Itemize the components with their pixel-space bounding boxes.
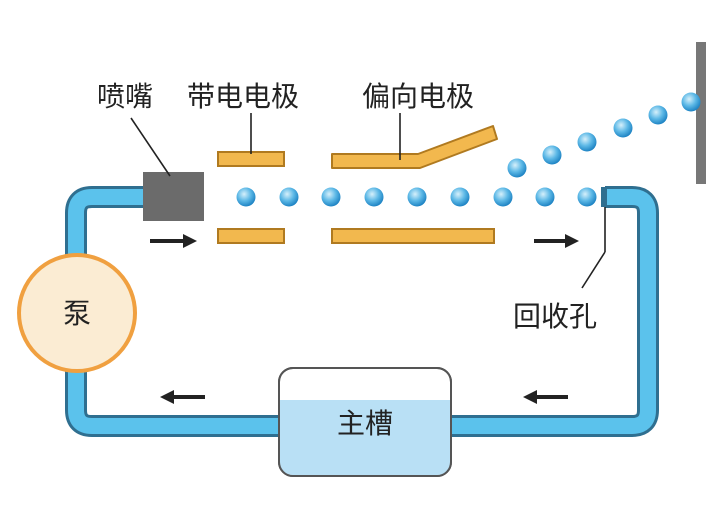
droplet-icon — [450, 187, 470, 207]
flow-arrows — [150, 234, 579, 404]
droplet-icon — [279, 187, 299, 207]
droplet-icon — [577, 187, 597, 207]
droplet-icon — [321, 187, 341, 207]
droplet-icon — [236, 187, 256, 207]
droplet-icon — [648, 105, 668, 125]
droplet-icon — [577, 132, 597, 152]
droplet-icon — [535, 187, 555, 207]
deflection-electrode-label: 偏向电极 — [362, 80, 474, 113]
leader-lines — [130, 113, 606, 289]
droplet-icon — [507, 158, 527, 178]
droplet-icon — [613, 118, 633, 138]
droplet-icon — [493, 187, 513, 207]
print-plate — [696, 42, 706, 184]
charging-electrode-top — [217, 151, 285, 167]
nozzle-label: 喷嘴 — [97, 80, 153, 113]
droplet-stream — [236, 187, 597, 207]
flow-arrow-icon — [150, 234, 197, 248]
deflection-electrode-top — [331, 125, 498, 169]
charged-electrode-label: 带电电极 — [187, 80, 299, 113]
main-tank: 主槽 — [278, 367, 452, 477]
flow-arrow-icon — [534, 234, 579, 248]
flow-arrow-icon — [160, 390, 205, 404]
recovery-hole-label: 回收孔 — [513, 300, 597, 333]
charging-electrode-bottom — [217, 228, 285, 244]
flow-arrow-icon — [523, 390, 568, 404]
deflected-droplets — [507, 92, 701, 178]
droplet-icon — [364, 187, 384, 207]
pump-label: 泵 — [63, 297, 91, 330]
droplet-icon — [407, 187, 427, 207]
main-tank-label: 主槽 — [337, 407, 393, 440]
pump: 泵 — [17, 253, 137, 373]
droplet-icon — [681, 92, 701, 112]
droplet-icon — [542, 145, 562, 165]
recovery-hole — [601, 187, 607, 207]
deflection-electrode-bottom — [331, 228, 495, 244]
nozzle — [143, 172, 204, 221]
